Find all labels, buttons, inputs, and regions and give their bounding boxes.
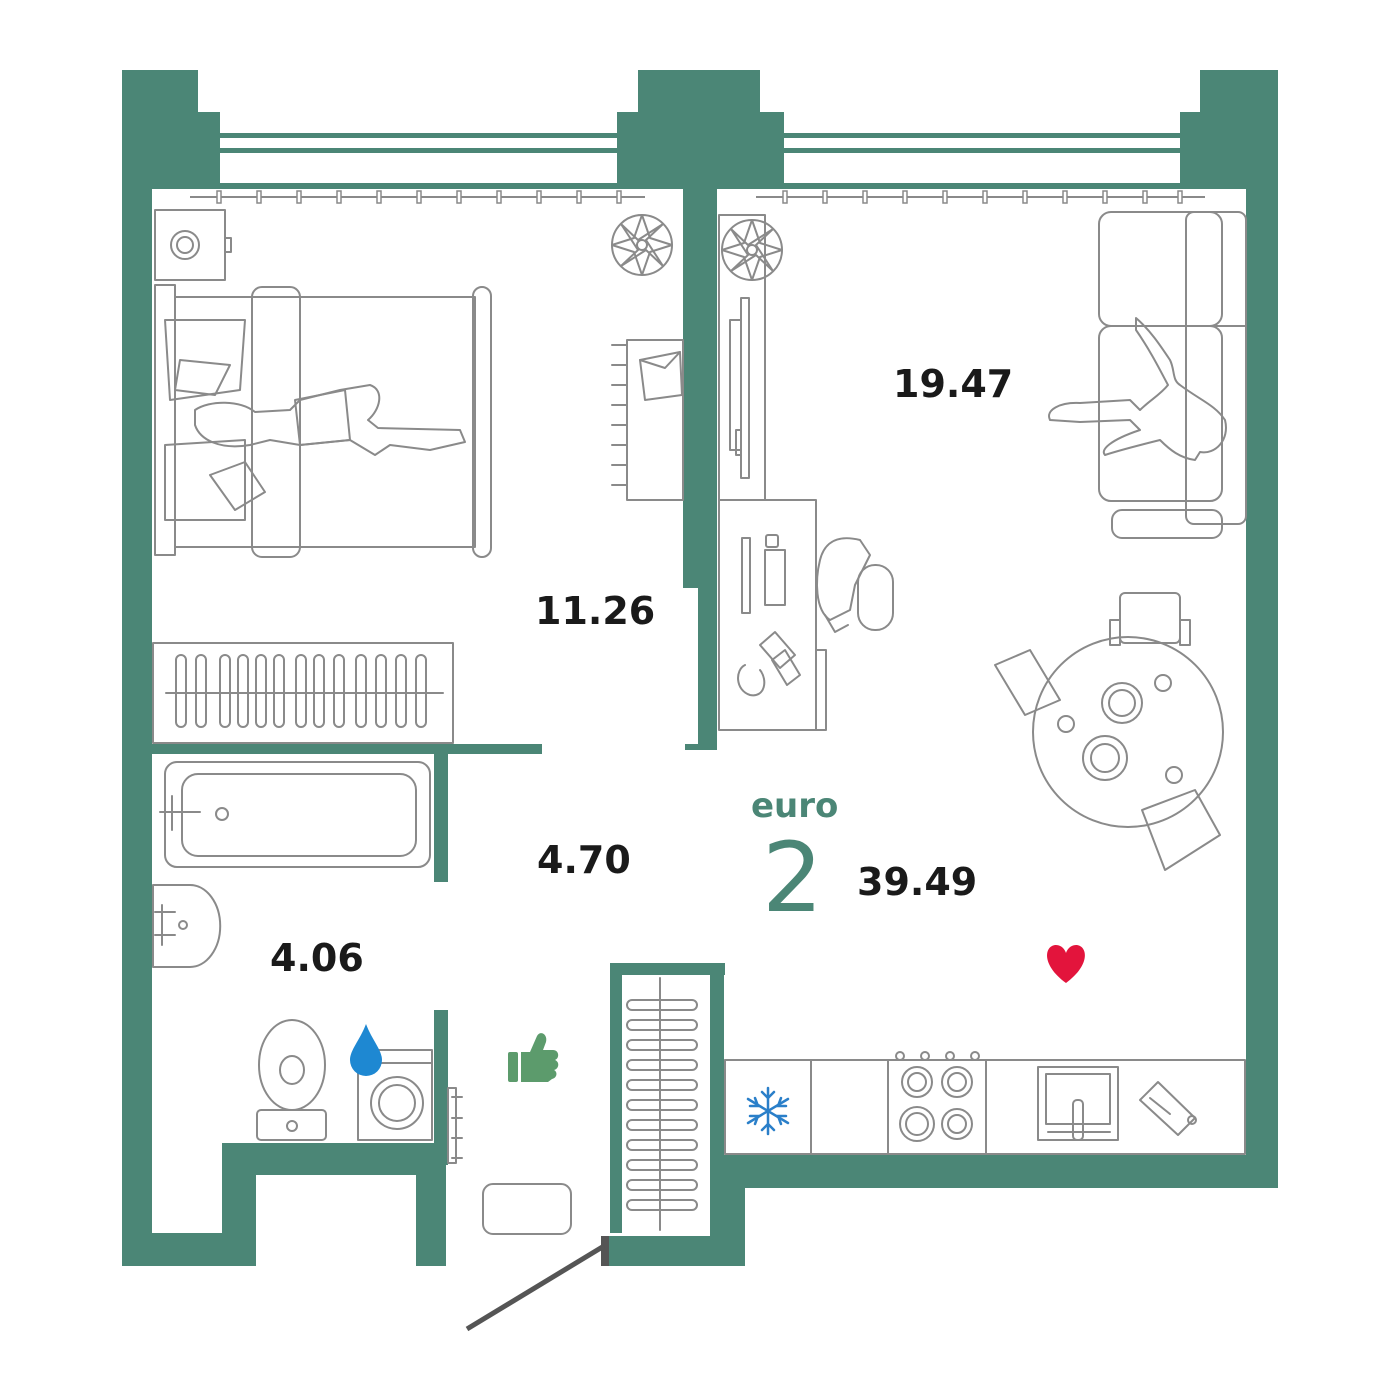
bedroom-area-label: 11.26 [535, 589, 656, 633]
bathroom-area-label: 4.06 [270, 936, 364, 980]
toilet [256, 1019, 327, 1141]
double-bed [154, 284, 492, 558]
hallway-mat [482, 1183, 572, 1235]
sink [152, 884, 222, 968]
curtain-rings [216, 190, 1183, 204]
work-desk [718, 499, 827, 731]
bedroom-desk [611, 339, 684, 501]
living-kitchen-area-label: 19.47 [893, 362, 1014, 406]
bedroom-wardrobe [152, 642, 454, 744]
hallway-area-label: 4.70 [537, 838, 631, 882]
bathtub [159, 761, 431, 868]
plant-bedroom [611, 214, 673, 276]
office-chair [816, 537, 894, 633]
total-area-label: 39.49 [857, 860, 978, 904]
plant-living [721, 219, 783, 281]
water-drop-icon [350, 1024, 382, 1076]
rooms-count-label: 2 [762, 822, 824, 934]
heart-icon [1047, 945, 1085, 983]
sofa [1048, 211, 1247, 539]
thumbs-up-icon [508, 1033, 559, 1082]
entrance-door [465, 1243, 606, 1332]
walls [122, 70, 1278, 1266]
dining-table [994, 592, 1224, 871]
nightstand [154, 209, 232, 281]
apartment-type-label: euro [751, 786, 839, 826]
hall-wardrobe [626, 977, 698, 1231]
kitchen-counter [724, 1051, 1246, 1155]
snowflake-icon [746, 1086, 790, 1136]
